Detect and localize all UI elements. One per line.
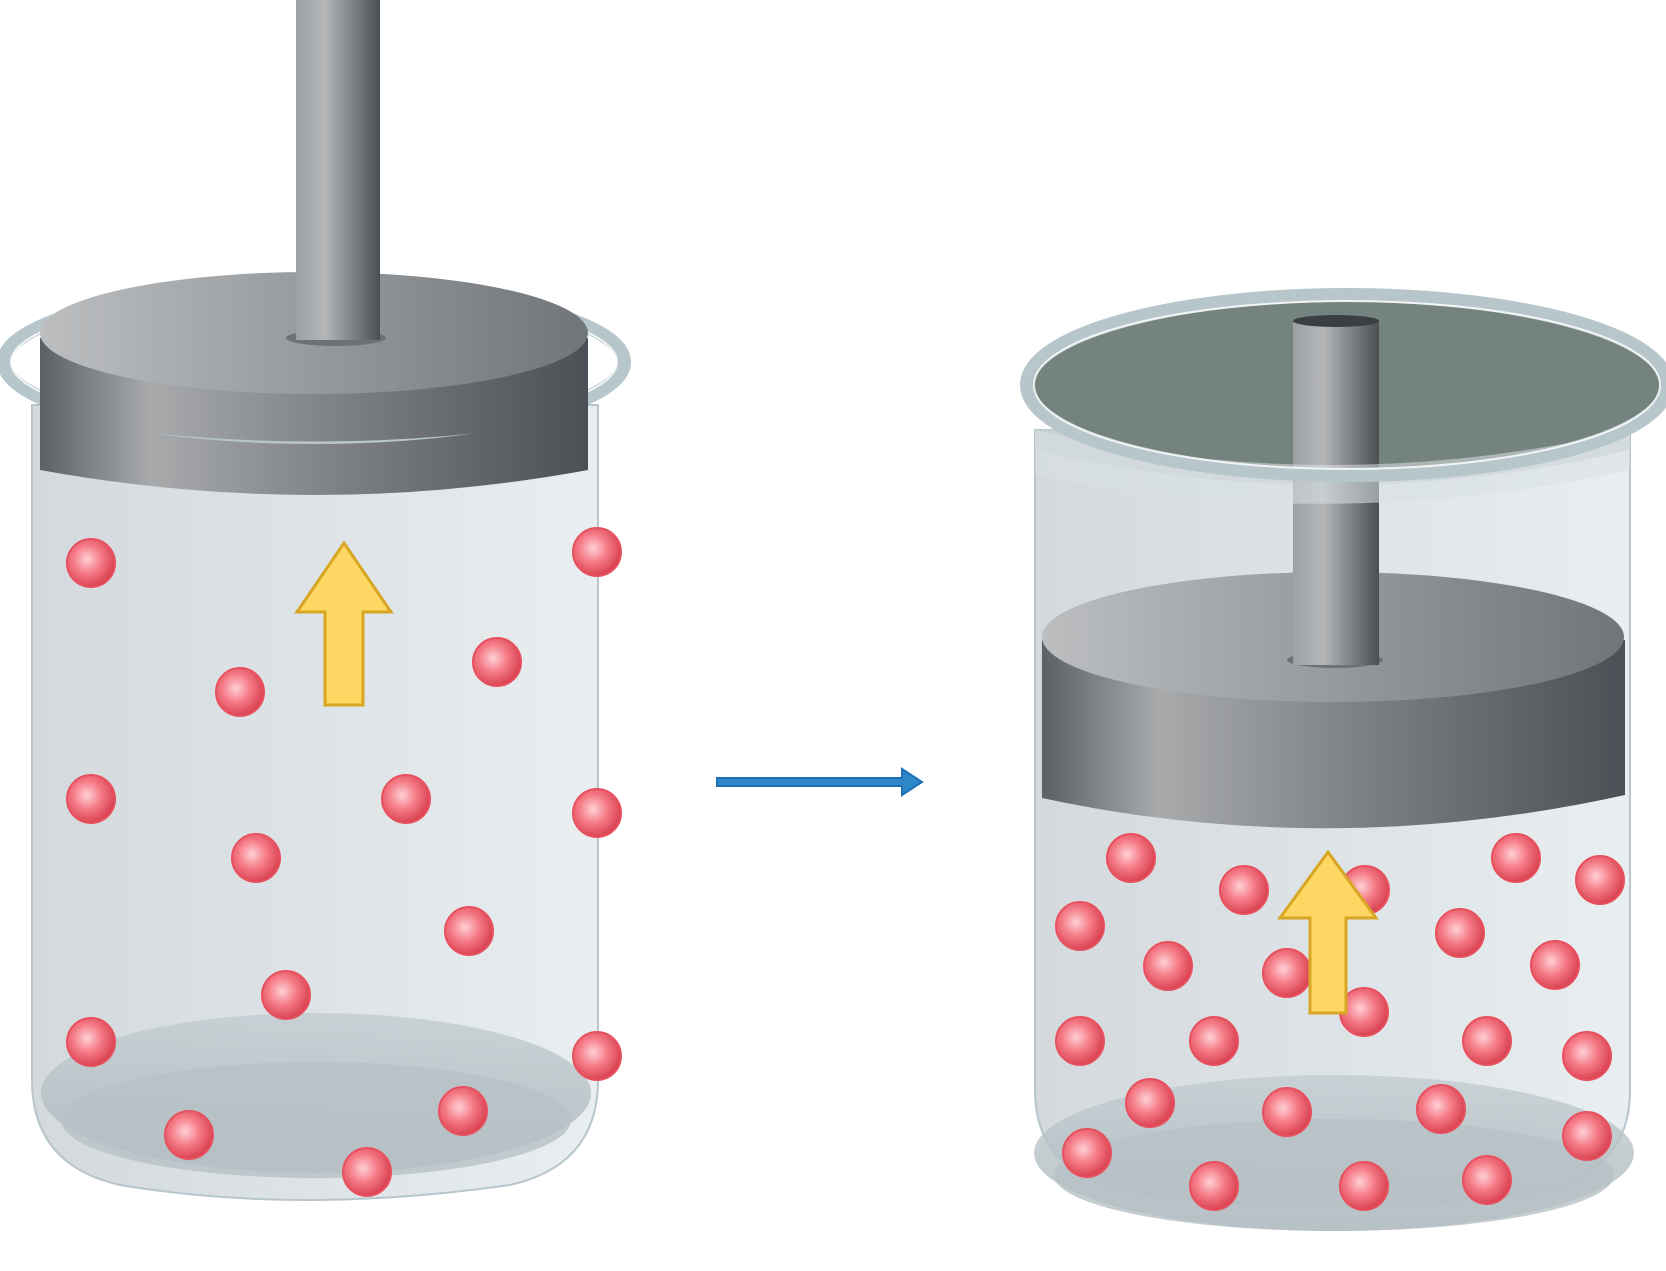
right-particles bbox=[1055, 833, 1625, 1211]
right-particle bbox=[1219, 865, 1269, 915]
left-particle bbox=[215, 667, 265, 717]
right-container bbox=[1020, 288, 1666, 1231]
right-particle bbox=[1339, 1161, 1389, 1211]
left-particle bbox=[342, 1147, 392, 1197]
right-particle bbox=[1530, 940, 1580, 990]
left-particle bbox=[66, 1017, 116, 1067]
right-particle bbox=[1106, 833, 1156, 883]
left-particle bbox=[572, 527, 622, 577]
right-particle bbox=[1262, 1087, 1312, 1137]
right-particle bbox=[1262, 948, 1312, 998]
right-particle bbox=[1062, 1128, 1112, 1178]
right-particle bbox=[1562, 1111, 1612, 1161]
right-glass-front bbox=[1035, 430, 1630, 504]
left-particle bbox=[66, 774, 116, 824]
left-glass-body bbox=[31, 404, 599, 1201]
right-glass-bottom-inner bbox=[1054, 1119, 1614, 1231]
left-piston-rod bbox=[296, 0, 380, 340]
right-rod-top bbox=[1293, 315, 1379, 327]
right-particle bbox=[1462, 1016, 1512, 1066]
left-particle bbox=[472, 637, 522, 687]
right-particle bbox=[1435, 908, 1485, 958]
left-particle bbox=[572, 1031, 622, 1081]
right-particle bbox=[1189, 1016, 1239, 1066]
right-glass-rim bbox=[1020, 288, 1666, 482]
right-particle bbox=[1125, 1078, 1175, 1128]
right-particle bbox=[1055, 901, 1105, 951]
right-particle bbox=[1491, 833, 1541, 883]
right-glass-rim-highlight bbox=[1033, 300, 1661, 470]
left-particles bbox=[66, 527, 622, 1197]
right-particle bbox=[1462, 1155, 1512, 1205]
left-particle bbox=[164, 1110, 214, 1160]
left-particle bbox=[261, 970, 311, 1020]
left-particle bbox=[438, 1086, 488, 1136]
transition-right-arrow-icon bbox=[716, 767, 924, 797]
right-particle bbox=[1143, 941, 1193, 991]
right-force-arrow-icon bbox=[1277, 849, 1379, 1015]
right-particle bbox=[1055, 1016, 1105, 1066]
left-particle bbox=[381, 774, 431, 824]
left-container bbox=[0, 0, 631, 1201]
left-particle bbox=[572, 788, 622, 838]
left-particle bbox=[444, 906, 494, 956]
right-particle bbox=[1416, 1084, 1466, 1134]
right-particle bbox=[1575, 855, 1625, 905]
left-glass-bottom-inner bbox=[61, 1062, 571, 1178]
left-particle bbox=[231, 833, 281, 883]
right-particle bbox=[1189, 1161, 1239, 1211]
left-force-arrow-icon bbox=[294, 540, 394, 707]
right-particle bbox=[1562, 1031, 1612, 1081]
left-particle bbox=[66, 538, 116, 588]
